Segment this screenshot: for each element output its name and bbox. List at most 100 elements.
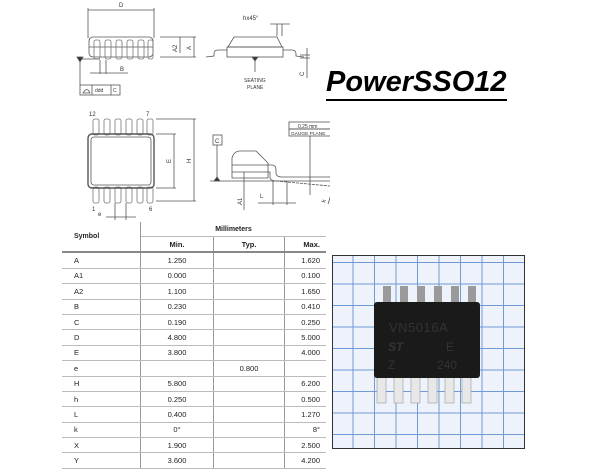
- cell-max: 6.200: [284, 376, 326, 392]
- label-plane: PLANE: [247, 85, 264, 91]
- cell-min: [140, 360, 214, 377]
- label-pin6: 6: [149, 207, 153, 213]
- cell-max: 1.270: [284, 406, 326, 423]
- top-view: 12 7 E H 1 6 e: [87, 112, 196, 220]
- cell-min: 3.600: [140, 452, 214, 469]
- cell-max: 0.100: [284, 268, 326, 285]
- cell-symbol: k: [62, 422, 141, 439]
- side-view: hx45° SEATING PLANE C: [205, 16, 310, 91]
- chip-image: VN5016A ST E Z 240: [374, 286, 480, 404]
- cell-max: 8°: [284, 422, 326, 439]
- label-h45: hx45°: [243, 16, 259, 22]
- label-gauge-value: 0,25 mm: [298, 124, 317, 130]
- col-typ: Typ.: [213, 236, 285, 254]
- label-a1: A1: [238, 197, 244, 205]
- label-d: D: [119, 3, 124, 9]
- cell-typ: [213, 452, 285, 469]
- label-e-pitch: e: [98, 212, 102, 218]
- cell-min: 0°: [140, 422, 214, 439]
- cell-min: 0.190: [140, 314, 214, 331]
- label-a2: A2: [173, 44, 179, 52]
- marking-date-code: 240: [437, 358, 457, 372]
- cell-max: 0.410: [284, 299, 326, 315]
- cell-typ: [213, 268, 285, 285]
- z-mark-icon: Z: [388, 358, 395, 372]
- chip-photo: VN5016A ST E Z 240: [332, 255, 525, 449]
- label-seating: SEATING: [244, 78, 266, 84]
- label-c-box: C: [113, 88, 117, 94]
- cell-symbol: h: [62, 391, 141, 408]
- cell-symbol: A1: [62, 268, 141, 285]
- label-c: C: [300, 71, 306, 76]
- cell-typ: [213, 252, 285, 269]
- cell-max: 0.500: [284, 391, 326, 408]
- unit-header: Millimeters: [140, 222, 326, 237]
- top-leads: [383, 286, 476, 306]
- cell-typ: [213, 329, 285, 346]
- label-a: A: [187, 46, 193, 50]
- label-e-upper: E: [167, 159, 173, 163]
- cell-max: 5.000: [284, 329, 326, 346]
- cell-min: 0.400: [140, 406, 214, 423]
- cell-min: 1.100: [140, 283, 214, 300]
- label-pin12: 12: [89, 112, 96, 118]
- cell-symbol: A: [62, 252, 141, 269]
- cell-typ: [213, 406, 285, 423]
- cell-min: 0.250: [140, 391, 214, 408]
- cell-typ: [213, 299, 285, 315]
- cell-symbol: Y: [62, 452, 141, 469]
- cell-min: 4.800: [140, 329, 214, 346]
- lead-detail-view: C 0,25 mm GAUGE PLANE A1 L k: [210, 121, 330, 210]
- cell-min: 0.000: [140, 268, 214, 285]
- cell-min: 1.250: [140, 252, 214, 269]
- front-view: D A2 A B ddd C: [76, 3, 196, 96]
- cell-typ: [213, 283, 285, 300]
- marking-part-number: VN5016A: [389, 320, 448, 335]
- label-c-ref: C: [215, 139, 220, 145]
- col-min: Min.: [140, 236, 214, 254]
- package-drawing: D A2 A B ddd C hx45° SEATING PLANE C: [76, 3, 330, 220]
- label-b: B: [120, 67, 124, 73]
- label-l: L: [260, 194, 264, 200]
- cell-typ: [213, 422, 285, 439]
- label-k: k: [321, 198, 328, 204]
- cell-max: 4.000: [284, 345, 326, 362]
- col-max: Max.: [284, 236, 326, 254]
- cell-typ: [213, 391, 285, 408]
- st-logo-icon: ST: [388, 340, 405, 354]
- cell-symbol: E: [62, 345, 141, 362]
- label-ddd: ddd: [95, 88, 104, 94]
- cell-min: 3.800: [140, 345, 214, 362]
- label-gauge-plane: GAUGE PLANE: [291, 131, 325, 137]
- cell-max: 0.250: [284, 314, 326, 331]
- symbol-header: Symbol: [62, 222, 141, 254]
- chip-body: [374, 302, 480, 378]
- cell-max: 1.620: [284, 252, 326, 269]
- cell-symbol: A2: [62, 283, 141, 300]
- cell-symbol: B: [62, 299, 141, 315]
- cell-min: 0.230: [140, 299, 214, 315]
- cell-symbol: L: [62, 406, 141, 423]
- cell-max: 1.650: [284, 283, 326, 300]
- bottom-leads: [376, 370, 472, 404]
- package-title: PowerSSO12: [326, 66, 507, 101]
- cell-min: 5.800: [140, 376, 214, 392]
- cell-symbol: e: [62, 360, 141, 377]
- cell-max: [284, 360, 326, 377]
- cell-typ: [213, 345, 285, 362]
- label-h: H: [187, 159, 193, 163]
